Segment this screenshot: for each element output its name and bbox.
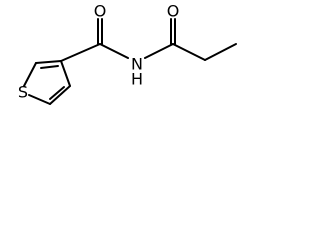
atom-hydrogen-label: H bbox=[131, 70, 143, 89]
bond-c2-c3-inner bbox=[40, 65, 59, 69]
bond-carbonyl-2-ch2 bbox=[172, 43, 206, 61]
molecule-structure: S O N H O bbox=[18, 2, 237, 105]
bond-c3-c4 bbox=[60, 60, 71, 87]
bond-carbonyl-1-nitrogen bbox=[99, 43, 129, 59]
atom-nitrogen-label: N bbox=[131, 55, 143, 74]
bond-c5-s bbox=[28, 94, 51, 105]
bond-s-c2 bbox=[23, 62, 37, 87]
bond-c4-c5-inner bbox=[49, 86, 65, 100]
atom-oxygen-1-label: O bbox=[94, 2, 107, 21]
atom-oxygen-2-label: O bbox=[167, 2, 180, 21]
bond-c3-carbonyl bbox=[60, 43, 101, 62]
atom-sulfur-label: S bbox=[18, 83, 28, 102]
bond-c2-c3 bbox=[35, 60, 62, 64]
bond-ch2-ch3 bbox=[204, 43, 237, 61]
bond-nitrogen-carbonyl-2 bbox=[144, 43, 174, 59]
bond-c4-c5 bbox=[49, 85, 71, 105]
